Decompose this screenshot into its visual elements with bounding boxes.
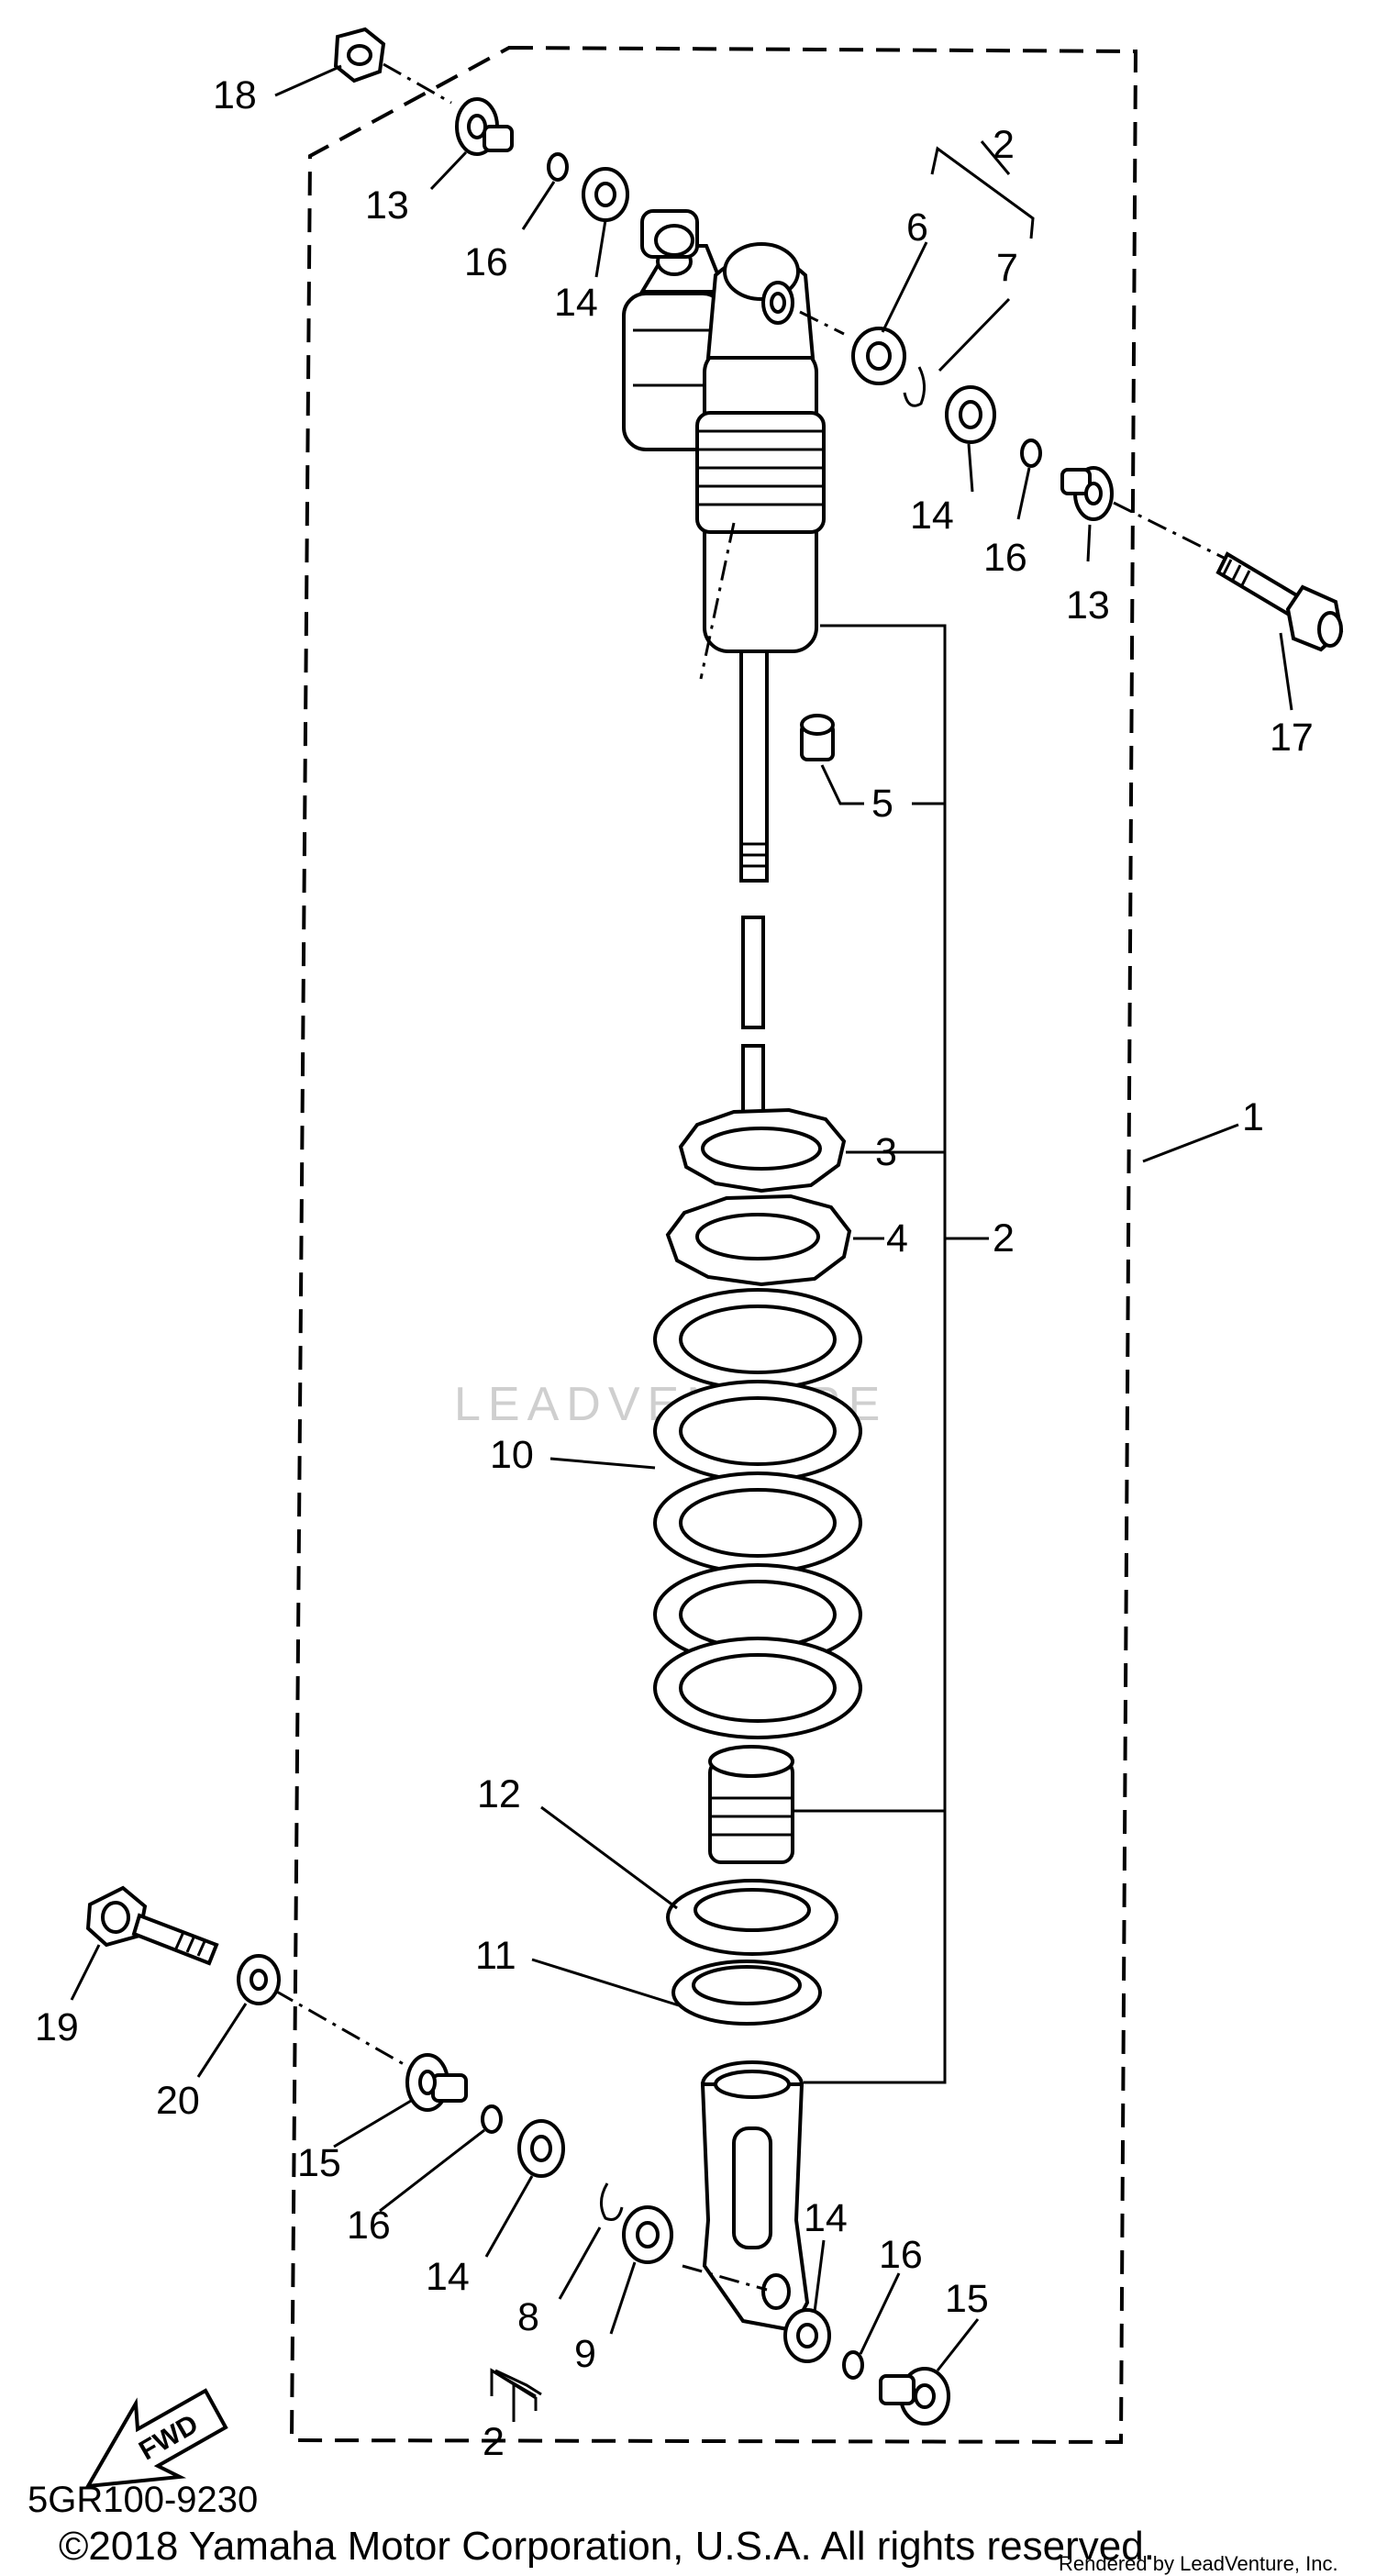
part-16-oring-top xyxy=(547,152,569,182)
part-15-collar-bottom xyxy=(879,2367,950,2426)
bracket-2-bottom xyxy=(490,2368,538,2411)
part-7-circlip xyxy=(903,366,926,407)
axis-line-clevis xyxy=(682,2264,768,2292)
shock-body xyxy=(695,242,826,653)
callout-2-top: 2 xyxy=(993,123,1015,167)
rendered-by-notice: Rendered by LeadVenture, Inc. xyxy=(1059,2552,1338,2575)
part-14-bush-bottom xyxy=(783,2308,831,2363)
shock-reservoir xyxy=(622,209,727,451)
callout-4: 4 xyxy=(886,1216,908,1260)
copyright-notice: ©2018 Yamaha Motor Corporation, U.S.A. A… xyxy=(59,2524,1155,2569)
callout-2-bottom: 2 xyxy=(483,2420,505,2464)
callout-16-bottom: 16 xyxy=(879,2233,923,2277)
callout-7: 7 xyxy=(996,246,1018,290)
part-11-spring-guide xyxy=(671,1960,822,2026)
part-14-bush-right xyxy=(945,385,996,444)
axis-line-bolt-19 xyxy=(274,1989,405,2066)
part-8-circlip xyxy=(600,2182,624,2221)
part-16-oring-left xyxy=(481,2104,503,2134)
axis-line-reservoir xyxy=(699,522,736,680)
part-19-bolt xyxy=(85,1885,219,1966)
callout-3: 3 xyxy=(875,1130,897,1174)
axis-line-bolt-17 xyxy=(1113,501,1225,560)
callout-20: 20 xyxy=(156,2079,200,2123)
part-17-bolt xyxy=(1215,551,1344,652)
callout-18: 18 xyxy=(213,73,257,117)
part-18-nut xyxy=(333,27,386,83)
axis-line-top-right xyxy=(799,310,845,336)
callout-9: 9 xyxy=(574,2332,596,2376)
callout-15-left: 15 xyxy=(297,2141,341,2185)
rod-segment-upper xyxy=(741,916,765,1029)
callout-10: 10 xyxy=(490,1433,534,1477)
part-14-bush-left xyxy=(517,2119,565,2178)
part-13-collar-right xyxy=(1060,466,1114,521)
leader-lines xyxy=(70,64,1293,2398)
callout-15-bottom: 15 xyxy=(945,2277,989,2321)
callout-19: 19 xyxy=(35,2005,79,2049)
drawing-code: 5GR100-9230 xyxy=(28,2480,258,2520)
callout-2-mid: 2 xyxy=(993,1216,1015,1260)
part-5-adjuster xyxy=(800,714,835,761)
callout-1: 1 xyxy=(1242,1095,1264,1139)
part-12-spring-seat xyxy=(666,1879,838,1956)
bump-stop xyxy=(708,1745,794,1864)
callout-11: 11 xyxy=(475,1934,516,1978)
part-3-locknut xyxy=(678,1107,847,1194)
callout-14-left: 14 xyxy=(426,2255,470,2299)
part-10-spring xyxy=(653,1288,862,1739)
part-15-collar-left xyxy=(405,2053,468,2112)
callout-16-left: 16 xyxy=(347,2204,391,2248)
callout-14-bottom: 14 xyxy=(804,2196,848,2240)
part-16-oring-bottom xyxy=(842,2350,864,2380)
lower-clevis xyxy=(700,2060,810,2333)
shock-shaft xyxy=(739,650,769,883)
callout-13-right: 13 xyxy=(1066,583,1110,627)
axis-line-top-left xyxy=(383,62,452,105)
part-16-oring-right xyxy=(1020,439,1042,468)
callout-16-right: 16 xyxy=(983,536,1027,580)
callout-6: 6 xyxy=(906,205,928,250)
fwd-arrow-icon: FWD xyxy=(84,2388,228,2489)
callout-13-top: 13 xyxy=(365,183,409,228)
callout-12: 12 xyxy=(477,1772,521,1816)
part-9-bush xyxy=(622,2205,673,2264)
part-20-washer xyxy=(237,1954,281,2005)
part-6-bush xyxy=(851,327,906,385)
callout-8: 8 xyxy=(517,2295,539,2339)
callout-5: 5 xyxy=(871,782,893,826)
part-14-bush-top xyxy=(582,167,629,222)
callout-14-right: 14 xyxy=(910,494,954,538)
assembly-boundary xyxy=(289,45,1138,2445)
callout-17: 17 xyxy=(1270,716,1314,760)
callout-14-top: 14 xyxy=(554,281,598,325)
part-4-ring-nut xyxy=(665,1194,852,1287)
callout-16-top: 16 xyxy=(464,240,508,284)
part-13-collar-top xyxy=(455,97,514,156)
